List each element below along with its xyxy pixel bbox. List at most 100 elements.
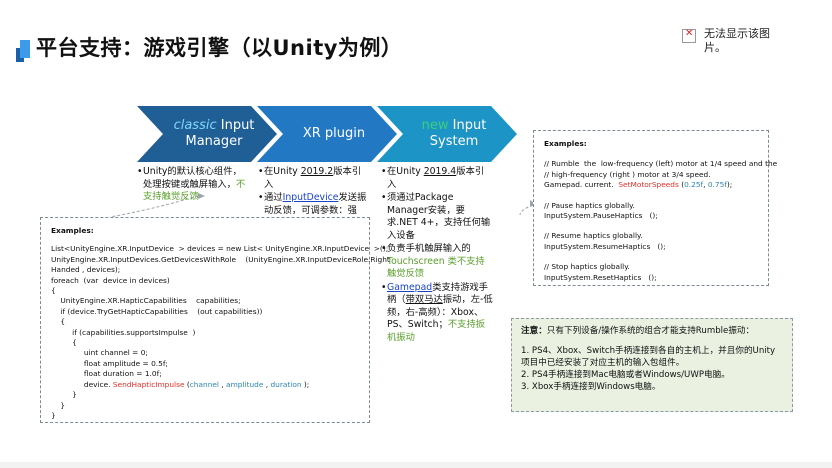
- note-item: 1. PS4、Xbox、Switch手柄连接到各自的主机上，并且你的Unity项…: [521, 346, 776, 368]
- col3-bullet-3: 负责手机触屏输入的Touchscreen 类不支持触觉反馈: [381, 243, 493, 281]
- chevron-1-highlight: classic: [173, 118, 217, 133]
- code-right-call-arg: 0.75f: [707, 180, 727, 190]
- code-right-call-sep: ,: [703, 180, 708, 190]
- code-call-open: (: [184, 379, 190, 389]
- code-right-line: // Pause haptics globally.: [544, 200, 635, 210]
- chevron-xr-plugin: XR plugin: [257, 106, 397, 162]
- col3-b1-version: 2019.4: [423, 166, 457, 177]
- code-call-sep: ,: [218, 379, 227, 389]
- chevron-label-2: XR plugin: [257, 106, 397, 162]
- note-heading-rest: 只有下列设备/操作系统的组合才能支持Rumble振动：: [546, 326, 755, 336]
- note-item: 2. PS4手柄连接到Mac电脑或者Windows/UWP电脑。: [521, 370, 730, 380]
- code-right-line: // Rumble the low-frequency (left) motor…: [544, 159, 778, 169]
- code-right-call-arg: 0.25f: [684, 180, 704, 190]
- broken-image-placeholder: 无法显示该图片。: [682, 27, 790, 59]
- connector-right: [519, 204, 534, 216]
- code-right-call-function: SetMotorSpeeds: [618, 180, 679, 190]
- code-left-line: {: [51, 317, 66, 327]
- code-left-line: }: [51, 400, 66, 410]
- chevron-3-line2: System: [429, 134, 479, 149]
- col3-bullets: 在Unity 2019.4版本引入 须通过Package Manager安装，要…: [381, 166, 493, 345]
- col3-b4-underline: 带双马达: [405, 294, 443, 305]
- col3-bullet-1: 在Unity 2019.4版本引入: [381, 166, 493, 191]
- col2-b2-pre: 通过: [264, 192, 283, 203]
- code-right-line: // high-frequency (right ) motor at 3/4 …: [544, 169, 711, 179]
- page-title: 平台支持：游戏引擎（以Unity为例）: [36, 36, 403, 60]
- title-accent-light: [20, 40, 30, 58]
- code-right-label: Examples:: [544, 139, 587, 148]
- code-left-line-call: device. SendHapticImpulse (channel , amp…: [51, 380, 359, 390]
- chevron-1-line1: Input: [216, 118, 255, 133]
- code-left-line: }: [51, 410, 56, 420]
- code-call-prefix: device.: [51, 379, 113, 389]
- col1-b1-text: Unity的默认核心组件，处理按键或触屏输入，: [143, 166, 242, 190]
- code-right-line: // Resume haptics globally.: [544, 231, 643, 241]
- code-left-line: uint channel = 0;: [51, 348, 148, 358]
- chevron-3-highlight: new: [421, 118, 449, 133]
- code-right-call-close: );: [726, 180, 733, 190]
- chevron-2-line1: XR plugin: [302, 126, 366, 141]
- code-left-line: List<UnityEngine.XR.InputDevice > device…: [51, 244, 389, 254]
- code-left-line: UnityEngine.XR.HapticCapabilities capabi…: [51, 296, 241, 306]
- code-left-line: foreach (var device in devices): [51, 275, 170, 285]
- broken-image-text: 无法显示该图片。: [704, 27, 770, 54]
- col2-b1-version: 2019.2: [300, 166, 334, 177]
- col3-bullet-2: 须通过Package Manager安装，要求.NET 4+，支持任何输入设备: [381, 192, 493, 242]
- col3-b1-pre: 在Unity: [387, 166, 424, 177]
- code-right-line-call: Gamepad. current. SetMotorSpeeds (0.25f,…: [544, 180, 758, 190]
- col3-b2-text: 须通过Package Manager安装，要求.NET 4+，支持任何输入设备: [387, 192, 491, 241]
- code-left-line: float duration = 1.0f;: [51, 369, 162, 379]
- col3-b4-link[interactable]: Gamepad: [387, 281, 433, 293]
- chevron-1-line2: Manager: [185, 134, 243, 149]
- col1-b1-green: 不支持触觉反馈: [143, 178, 246, 203]
- chevron-shape-1: [137, 106, 277, 162]
- code-call-arg: duration: [270, 379, 302, 389]
- chevron-new-input-system: new Input System: [377, 106, 517, 162]
- code-right-line: InputSystem.ResumeHaptics ();: [544, 241, 666, 251]
- code-right-line: InputSystem.PauseHaptics ();: [544, 211, 658, 221]
- chevron-label-1: classic Input Manager: [137, 106, 277, 162]
- col3-b4-green: 不支持扳机振动: [387, 319, 486, 343]
- col3-bullet-4: Gamepad类支持游戏手柄（带双马达振动，左-低频，右-高频）：Xbox、PS…: [381, 282, 493, 345]
- code-left-label: Examples:: [51, 226, 94, 235]
- code-left-line: UnityEngine.XR.InputDevices.GetDevicesWi…: [51, 254, 390, 264]
- col2-b1-pre: 在Unity: [264, 166, 301, 177]
- col1-bullets: Unity的默认核心组件，处理按键或触屏输入，不支持触觉反馈: [137, 166, 249, 205]
- code-call-function: SendHapticImpulse: [112, 379, 185, 389]
- code-left-line: Handed , devices);: [51, 265, 121, 275]
- note-item: 3. Xbox手柄连接到Windows电脑。: [521, 382, 661, 392]
- code-call-arg: amplitude: [226, 379, 264, 389]
- code-example-left: Examples: List<UnityEngine.XR.InputDevic…: [40, 217, 390, 423]
- bottom-border: [0, 462, 832, 468]
- code-left-line: if (capabilities.supportsImpulse ): [51, 327, 196, 337]
- note-heading-bold: 注意：: [521, 326, 547, 336]
- code-call-arg: channel: [189, 379, 219, 389]
- col1-bullet-1: Unity的默认核心组件，处理按键或触屏输入，不支持触觉反馈: [137, 166, 249, 204]
- code-left-line: {: [51, 286, 56, 296]
- code-right-line: InputSystem.ResetHaptics ();: [544, 272, 657, 282]
- code-right-call-open: (: [678, 180, 685, 190]
- code-left-line: if (device.TryGetHapticCapabilities (out…: [51, 306, 263, 316]
- chevron-shape-3: [377, 106, 517, 162]
- code-left-line: float amplitude = 0.5f;: [51, 358, 168, 368]
- code-call-close: );: [301, 379, 310, 389]
- code-right-line: // Stop haptics globally.: [544, 262, 630, 272]
- chevron-label-3: new Input System: [377, 106, 517, 162]
- code-left-line: }: [51, 390, 77, 400]
- chevron-3-line1: Input: [448, 118, 487, 133]
- chevron-shape-2: [257, 106, 397, 162]
- col3-b1-post: 版本引入: [387, 166, 485, 190]
- col3-b4-mid1: 类支持游戏手柄（: [387, 281, 488, 306]
- col2-b1-post: 版本引入: [264, 166, 362, 190]
- note-box: 注意：只有下列设备/操作系统的组合才能支持Rumble振动： 1. PS4、Xb…: [511, 318, 793, 412]
- code-right-call-prefix: Gamepad. current.: [544, 180, 619, 190]
- col2-b2-link[interactable]: InputDevice: [282, 192, 339, 203]
- code-call-sep: ,: [263, 379, 271, 389]
- note-heading: 注意：只有下列设备/操作系统的组合才能支持Rumble振动：: [521, 325, 783, 337]
- col2-bullet-1: 在Unity 2019.2版本引入: [258, 166, 370, 191]
- connector-left: [109, 195, 199, 218]
- col3-b3-green: Touchscreen 类不支持触觉反馈: [387, 255, 485, 280]
- code-left-line: {: [51, 338, 77, 348]
- broken-image-icon: [682, 28, 696, 43]
- code-example-right: Examples: // Rumble the low-frequency (l…: [533, 130, 778, 286]
